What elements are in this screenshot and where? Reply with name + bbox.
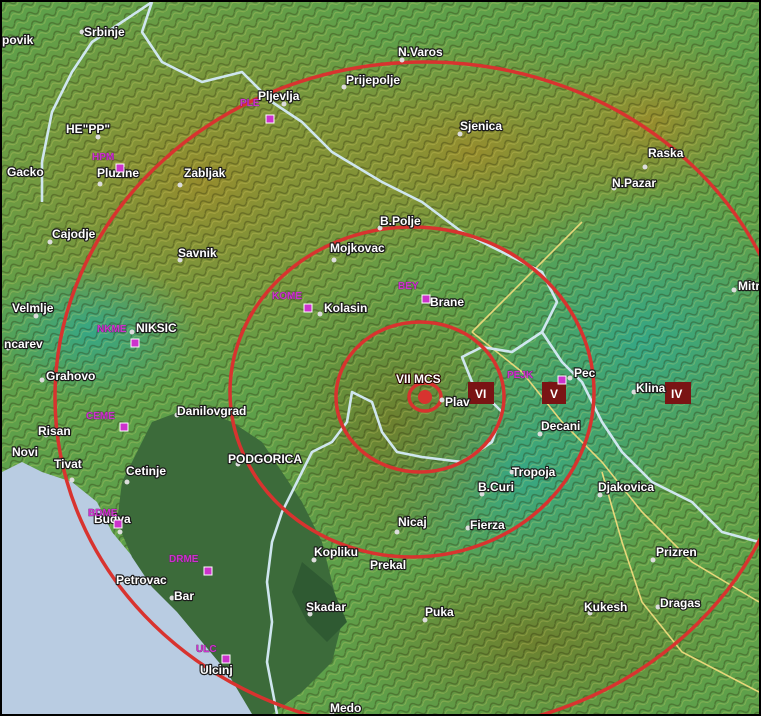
- town-label: Tivat: [54, 457, 82, 471]
- isoseismal-lines: [53, 60, 759, 714]
- town-label: Novi: [12, 445, 38, 459]
- town-label: Nicaj: [398, 515, 427, 529]
- town-label: Srbinje: [84, 25, 125, 39]
- town-label: PODGORICA: [228, 452, 302, 466]
- town-label: Tropoja: [512, 465, 556, 479]
- town-label: B.Curi: [478, 480, 514, 494]
- town-label: Prijepolje: [346, 73, 400, 87]
- station-label: BEY: [398, 281, 419, 292]
- town-label: Puka: [425, 605, 454, 619]
- station-label: PEJK: [507, 370, 534, 381]
- intensity-vi-box: VI: [468, 382, 494, 404]
- town-label: Klina: [636, 381, 666, 395]
- town-label: Bar: [174, 589, 194, 603]
- town-label: Kopliku: [314, 545, 358, 559]
- town-label: ncarev: [4, 337, 43, 351]
- station-label: PLE: [240, 98, 260, 109]
- town-label: N.Pazar: [612, 176, 656, 190]
- town-label: Cetinje: [126, 464, 166, 478]
- town-label: Grahovo: [46, 369, 95, 383]
- town-label: Kukesh: [584, 600, 627, 614]
- roads: [471, 221, 759, 693]
- adriatic-sea: [2, 462, 262, 714]
- town-label: Fierza: [470, 518, 505, 532]
- station-label: ULC: [196, 644, 217, 655]
- town-label: Plav: [445, 395, 470, 409]
- station-label: DRME: [169, 554, 199, 565]
- town-label: Brane: [430, 295, 464, 309]
- towns: povik Srbinje N.Varos Prijepolje Pljevlj…: [2, 24, 759, 714]
- town-label: Dragas: [660, 596, 701, 610]
- town-label: Prizren: [656, 545, 697, 559]
- lake: [292, 562, 347, 642]
- town-label: povik: [2, 33, 34, 47]
- town-label: Danilovgrad: [177, 404, 246, 418]
- stations: PLE HPM KOME BEY NKME PEJK CEME BDME DRM…: [86, 98, 567, 664]
- epicenter-label: VII MCS: [396, 372, 441, 386]
- town-label: Djakovica: [598, 480, 654, 494]
- town-label: Ulcinj: [200, 663, 233, 677]
- town-label: Savnik: [178, 246, 217, 260]
- station-label: HPM: [92, 152, 114, 163]
- town-label: Pec: [574, 366, 596, 380]
- town-label: Pljevlja: [258, 89, 300, 103]
- town-label: Pluzine: [97, 166, 139, 180]
- town-label: Mojkovac: [330, 241, 385, 255]
- town-label: Velmlje: [12, 301, 54, 315]
- town-label: Kolasin: [324, 301, 367, 315]
- town-label: Medo: [330, 701, 361, 714]
- station-label: KOME: [272, 291, 302, 302]
- coastal-plain: [117, 407, 342, 714]
- town-label: Cajodje: [52, 227, 96, 241]
- town-label: Sjenica: [460, 119, 502, 133]
- intensity-iv-box: IV: [665, 382, 691, 404]
- svg-text:VI: VI: [475, 387, 486, 401]
- town-label: Petrovac: [116, 573, 167, 587]
- town-label: B.Polje: [380, 214, 421, 228]
- town-label: Gacko: [7, 165, 44, 179]
- town-label: Zabljak: [184, 166, 226, 180]
- station-label: NKME: [97, 324, 127, 335]
- town-label: Risan: [38, 424, 71, 438]
- town-label: Raska: [648, 146, 684, 160]
- station-label: CEME: [86, 411, 115, 422]
- town-label: HE"PP": [66, 122, 110, 136]
- svg-text:IV: IV: [671, 387, 682, 401]
- town-label: N.Varos: [398, 45, 443, 59]
- intensity-v-box: V: [542, 382, 566, 404]
- svg-text:V: V: [550, 387, 558, 401]
- town-label: Prekal: [370, 558, 406, 572]
- town-label: NIKSIC: [136, 321, 177, 335]
- town-label: Skadar: [306, 600, 346, 614]
- station-label: BDME: [88, 508, 118, 519]
- town-label: Mitr: [738, 279, 759, 293]
- town-label: Decani: [541, 419, 580, 433]
- epicenter-marker: [418, 390, 432, 404]
